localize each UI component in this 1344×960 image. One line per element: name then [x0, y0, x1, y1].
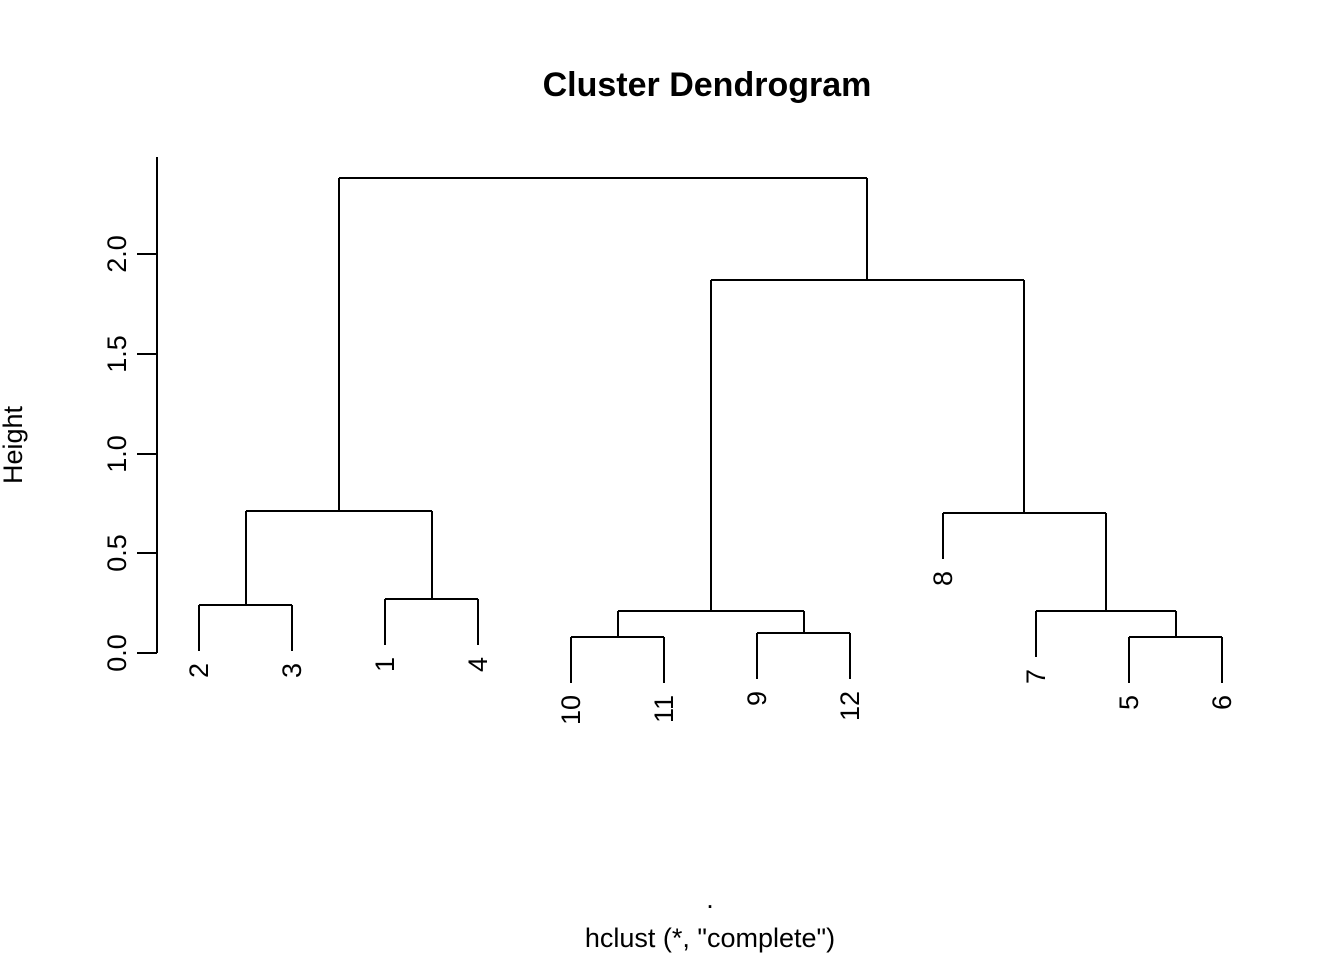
leaf-label-7: 7	[1021, 669, 1051, 684]
y-tick-label: 1.0	[102, 435, 132, 473]
chart-title: Cluster Dendrogram	[543, 66, 872, 104]
leaf-label-12: 12	[835, 691, 865, 721]
leaf-labels: 2 3 1 4 10 11 9 12 8 7 5 6	[184, 571, 1237, 725]
y-tick-label: 0.5	[102, 534, 132, 572]
y-tick-label: 0.0	[102, 634, 132, 672]
leaf-label-5: 5	[1114, 695, 1144, 710]
leaf-label-11: 11	[649, 695, 679, 723]
leaf-label-4: 4	[463, 657, 493, 672]
leaf-label-3: 3	[277, 663, 307, 678]
leaf-label-2: 2	[184, 663, 214, 678]
y-tick-label: 1.5	[102, 335, 132, 373]
leaf-label-8: 8	[928, 571, 958, 586]
leaf-label-10: 10	[556, 695, 586, 725]
leaf-label-6: 6	[1207, 695, 1237, 710]
x-axis-label-line1: .	[706, 884, 714, 914]
y-axis: 0.0 0.5 1.0 1.5 2.0	[102, 157, 158, 672]
y-axis-label: Height	[0, 405, 28, 484]
y-tick-label: 2.0	[102, 235, 132, 273]
leaf-label-1: 1	[370, 657, 400, 672]
x-axis-label-line2: hclust (*, "complete")	[585, 923, 835, 953]
leaf-label-9: 9	[742, 691, 772, 706]
dendrogram-tree	[198, 177, 1223, 683]
